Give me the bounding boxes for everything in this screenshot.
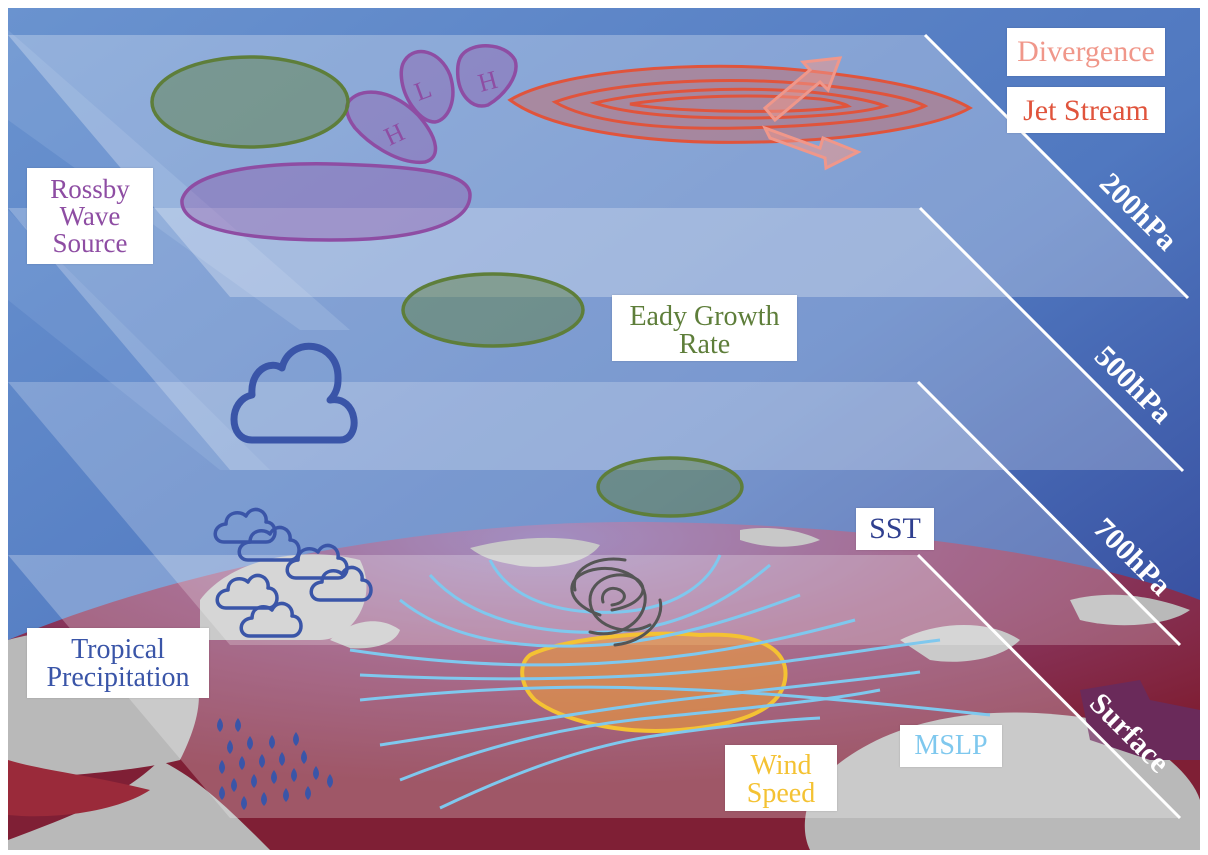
surface-feature [8,760,150,817]
eady-ellipse [596,456,744,518]
pressure-cells [344,44,518,164]
layer-200hpa [8,35,1185,297]
cloud-icon [230,342,358,444]
raindrops [217,718,333,810]
layer-edges [916,33,1190,820]
light-beam [8,210,270,470]
rossby-wave-source-label: Rossby Wave Source [27,168,153,264]
wind-speed-region [520,631,788,733]
mslp-isobars [349,554,991,810]
surface-feature [1080,680,1200,760]
wind-speed-label: Wind Speed [725,745,837,811]
tropical-precipitation-label: Tropical Precipitation [27,628,209,698]
layer-500hpa [8,208,1180,470]
divergence-label: Divergence [1007,28,1165,76]
jet-stream-contours [507,64,973,144]
eady-ellipse [401,272,585,348]
jet-stream-label: Jet Stream [1007,87,1165,133]
divergence-arrows [761,56,862,171]
cyclone-icon [570,557,663,647]
rossby-blob [180,162,472,242]
eady-growth-rate-label: Eady Growth Rate [612,295,797,361]
mslp-label: MSLP [900,725,1002,767]
sst-label: SST [856,508,934,550]
small-clouds [213,507,373,638]
light-beam [8,30,350,330]
eady-ellipse [150,55,350,149]
